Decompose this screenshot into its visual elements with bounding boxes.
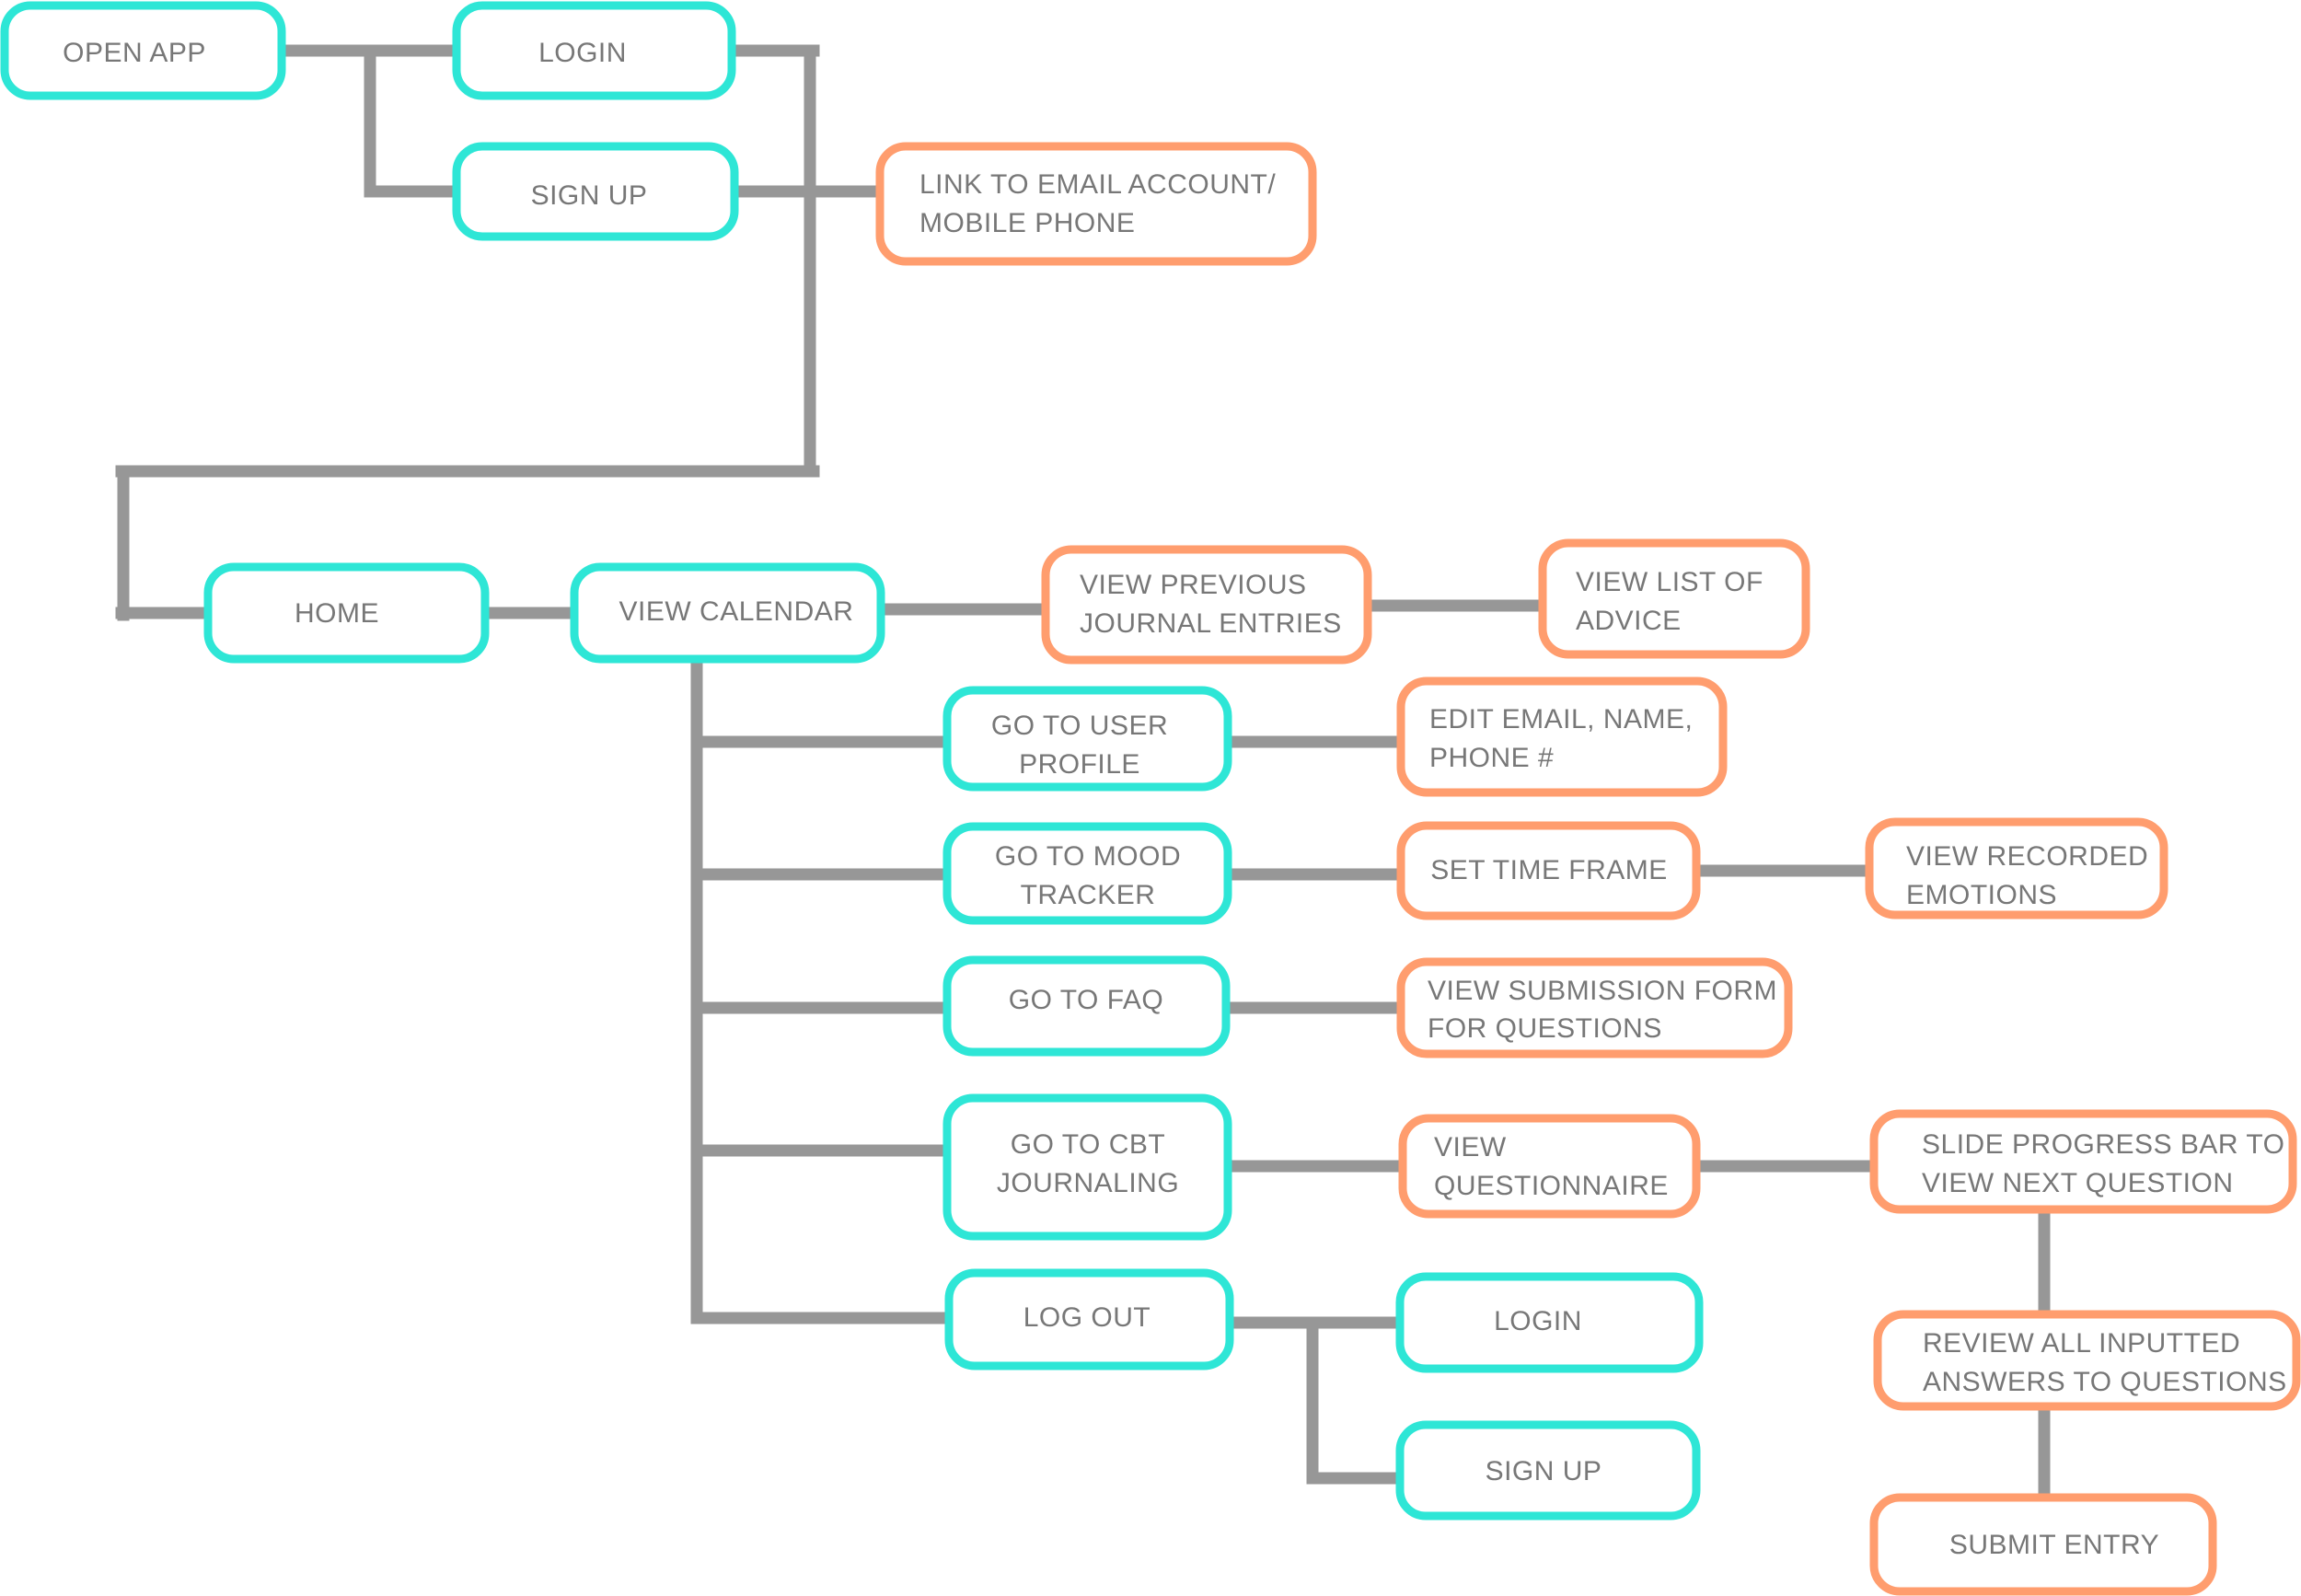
- node-label-line: JOURNALING: [997, 1168, 1179, 1198]
- node-edit-email: EDIT EMAIL, NAME, PHONE #: [1396, 677, 1728, 797]
- node-label-line: SIGN UP: [531, 180, 648, 211]
- node-questionnaire: VIEW QUESTIONNAIRE: [1398, 1114, 1701, 1219]
- node-box: [1041, 545, 1372, 665]
- node-submission-form: VIEW SUBMISSION FORM FOR QUESTIONS: [1396, 957, 1793, 1058]
- node-label-line: VIEW SUBMISSION FORM: [1428, 976, 1777, 1006]
- node-box: [452, 1, 736, 100]
- node-logout: LOG OUT: [944, 1268, 1234, 1370]
- node-box: [203, 562, 490, 664]
- node-faq: GO TO FAQ: [942, 955, 1231, 1057]
- node-view-previous: VIEW PREVIOUS JOURNAL ENTRIES: [1041, 545, 1372, 665]
- node-review-answers: REVIEW ALL INPUTTED ANSWERS TO QUESTIONS: [1873, 1310, 2301, 1411]
- node-box: [1538, 538, 1810, 659]
- connectors: [115, 44, 2051, 1504]
- node-label-line: MOBILE PHONE: [919, 208, 1135, 238]
- node-box: [1869, 1109, 2297, 1214]
- node-label-line: VIEW PREVIOUS: [1080, 570, 1307, 600]
- node-label-line: SIGN UP: [1486, 1456, 1602, 1486]
- node-box: [1395, 1420, 1701, 1521]
- node-label-line: REVIEW ALL INPUTTED: [1923, 1328, 2240, 1359]
- node-signup-bottom: SIGN UP: [1395, 1420, 1701, 1521]
- node-signup-top: SIGN UP: [452, 142, 739, 241]
- node-label-line: ADVICE: [1576, 606, 1682, 636]
- node-label-line: GO TO MOOD: [995, 841, 1181, 872]
- node-label-line: LOGIN: [1494, 1306, 1582, 1336]
- node-cbt: GO TO CBT JOURNALING: [942, 1093, 1232, 1241]
- node-box: [1865, 817, 2168, 919]
- node-box: [452, 142, 739, 241]
- node-box: [1396, 677, 1728, 797]
- node-view-emotions: VIEW RECORDED EMOTIONS: [1865, 817, 2168, 919]
- node-submit-entry: SUBMIT ENTRY: [1869, 1493, 2217, 1596]
- node-label-line: EDIT EMAIL, NAME,: [1429, 704, 1693, 734]
- node-home: HOME: [203, 562, 490, 664]
- node-label-line: SET TIME FRAME: [1430, 855, 1668, 885]
- node-label-line: VIEW LIST OF: [1576, 567, 1763, 597]
- node-mood-tracker: GO TO MOOD TRACKER: [942, 822, 1232, 925]
- node-label-line: VIEW RECORDED: [1906, 841, 2148, 872]
- node-login-top: LOGIN: [452, 1, 736, 100]
- node-label-line: OPEN APP: [63, 38, 206, 68]
- node-label-line: GO TO USER: [991, 711, 1168, 741]
- node-label-line: TRACKER: [1021, 880, 1156, 910]
- node-box: [944, 1268, 1234, 1370]
- node-view-calendar: VIEW CALENDAR: [570, 562, 885, 664]
- node-label-line: LINK TO EMAIL ACCOUNT/: [919, 169, 1276, 200]
- node-open-app: OPEN APP: [0, 1, 286, 100]
- node-label-line: VIEW NEXT QUESTION: [1922, 1168, 2234, 1198]
- node-box: [1869, 1493, 2217, 1596]
- node-label-line: GO TO FAQ: [1009, 985, 1163, 1015]
- node-label-line: SLIDE PROGRESS BAR TO: [1922, 1129, 2285, 1160]
- node-box: [942, 955, 1231, 1057]
- node-label-line: EMOTIONS: [1906, 880, 2057, 910]
- node-label-line: ANSWERS TO QUESTIONS: [1923, 1367, 2287, 1397]
- node-box: [942, 822, 1232, 925]
- node-slide-progress: SLIDE PROGRESS BAR TO VIEW NEXT QUESTION: [1869, 1109, 2297, 1214]
- node-label-line: VIEW: [1434, 1132, 1507, 1162]
- node-box: [570, 562, 885, 664]
- node-label-line: PHONE #: [1429, 743, 1554, 773]
- node-view-advice: VIEW LIST OF ADVICE: [1538, 538, 1810, 659]
- node-box: [1396, 957, 1793, 1058]
- node-box: [942, 1093, 1232, 1241]
- node-link-email: LINK TO EMAIL ACCOUNT/MOBILE PHONE: [875, 142, 1317, 266]
- node-label-line: LOGIN: [538, 38, 627, 68]
- node-box: [942, 686, 1232, 792]
- node-set-time: SET TIME FRAME: [1396, 821, 1701, 920]
- node-label-line: HOME: [295, 598, 379, 629]
- node-box: [1873, 1310, 2301, 1411]
- node-box: [1396, 821, 1701, 920]
- node-label-line: LOG OUT: [1023, 1302, 1151, 1333]
- node-label-line: JOURNAL ENTRIES: [1080, 608, 1342, 639]
- node-box: [875, 142, 1317, 266]
- node-label-line: GO TO CBT: [1011, 1129, 1165, 1160]
- node-box: [1398, 1114, 1701, 1219]
- node-login-bottom: LOGIN: [1395, 1272, 1704, 1373]
- node-box: [1395, 1272, 1704, 1373]
- node-label-line: VIEW CALENDAR: [619, 596, 854, 627]
- node-user-profile: GO TO USER PROFILE: [942, 686, 1232, 792]
- node-label-line: QUESTIONNAIRE: [1434, 1171, 1669, 1201]
- node-label-line: SUBMIT ENTRY: [1949, 1530, 2159, 1560]
- node-box: [0, 1, 286, 100]
- node-label-line: FOR QUESTIONS: [1428, 1013, 1662, 1044]
- node-label-line: PROFILE: [1019, 749, 1140, 780]
